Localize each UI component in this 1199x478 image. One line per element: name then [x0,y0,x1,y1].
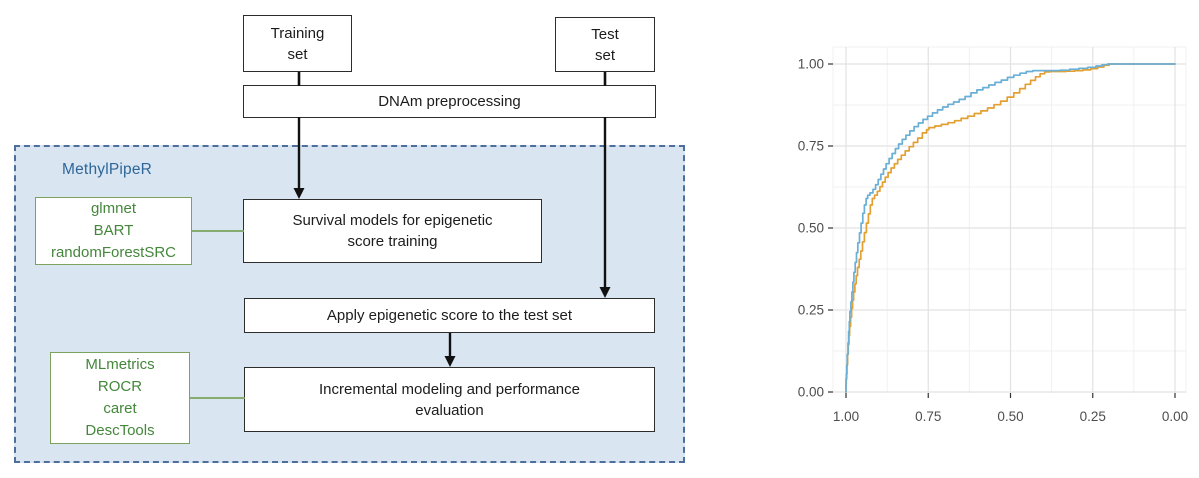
node-test-set: Test set [555,17,655,72]
node-training-set: Training set [243,15,352,72]
methylpiper-panel-label: MethylPipeR [62,161,153,178]
svg-text:1.00: 1.00 [798,57,824,72]
node-training-packages: glmnet BART randomForestSRC [35,197,192,265]
svg-text:0.00: 0.00 [1162,409,1188,424]
node-incremental-modeling: Incremental modeling and performance eva… [244,367,655,432]
methylpiper-flowchart: MethylPipeR Training set Test set DNAm p… [14,15,685,463]
svg-text:0.00: 0.00 [798,385,824,400]
minor-gridlines [832,46,1187,393]
svg-text:1.00: 1.00 [833,409,859,424]
svg-text:0.25: 0.25 [798,303,824,318]
svg-text:0.75: 0.75 [915,409,941,424]
node-dnam-preprocessing: DNAm preprocessing [243,85,656,118]
x-tick-labels: 1.00 0.75 0.50 0.25 0.00 [833,409,1188,424]
roc-curves [845,63,1176,393]
y-tick-labels: 0.00 0.25 0.50 0.75 1.00 [798,57,824,400]
node-apply-score: Apply epigenetic score to the test set [244,298,655,333]
svg-text:0.25: 0.25 [1080,409,1106,424]
node-survival-models: Survival models for epigenetic score tra… [243,199,542,263]
major-gridlines [833,47,1186,393]
svg-text:0.75: 0.75 [798,139,824,154]
axis-tick-marks [828,63,1176,398]
svg-text:0.50: 0.50 [997,409,1023,424]
svg-text:0.50: 0.50 [798,221,824,236]
node-evaluation-packages: MLmetrics ROCR caret DescTools [50,352,190,444]
